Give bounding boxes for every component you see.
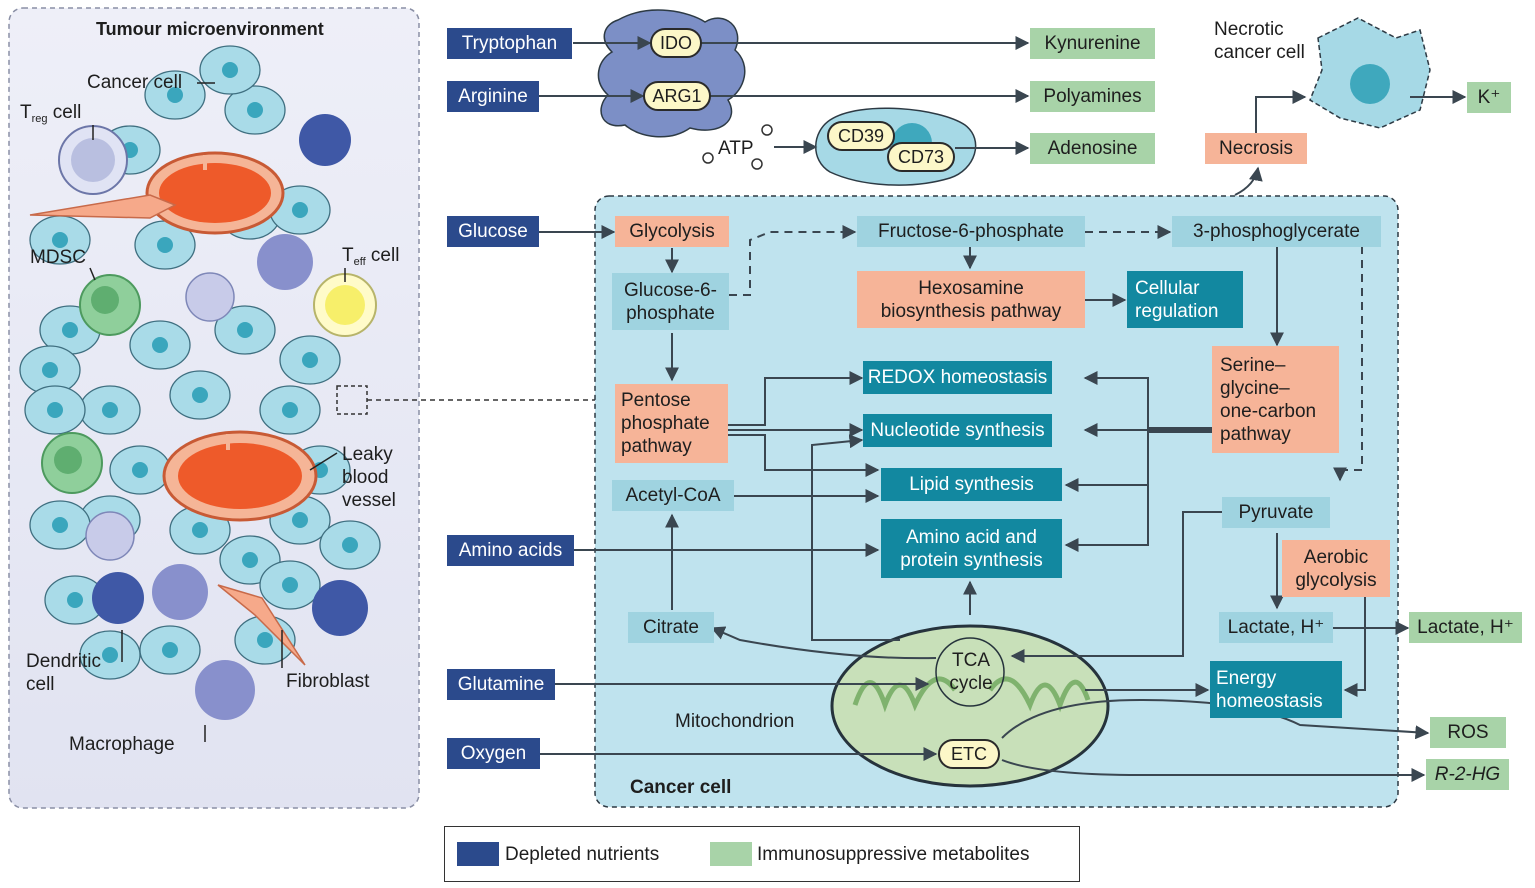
cellular-regulation-box: Cellular regulation [1127, 271, 1243, 328]
legend-depleted-label: Depleted nutrients [505, 844, 660, 865]
fibroblast-icon [29, 194, 177, 219]
leaky-blood-vessel-icon [162, 430, 318, 522]
cd39-pill: CD39 [827, 121, 895, 151]
amino-acid-protein-synthesis-box: Amino acid and protein synthesis [881, 519, 1062, 578]
glucose-box: Glucose [447, 216, 539, 247]
redox-homeostasis-box: REDOX homeostasis [863, 361, 1052, 394]
ros-box: ROS [1430, 717, 1506, 748]
cell-nucleus-icon [192, 522, 208, 538]
myeloid-cell-icon [597, 9, 746, 138]
lactate-out-box: Lactate, H⁺ [1409, 612, 1522, 643]
cell-nucleus-icon [192, 387, 208, 403]
cell-nucleus-icon [302, 352, 318, 368]
serine-glycine-pathway-box: Serine– glycine– one-carbon pathway [1212, 346, 1339, 453]
dendritic-cell-icon [92, 114, 368, 636]
macrophage-icon [152, 234, 313, 720]
etc-pill: ETC [938, 739, 1000, 769]
cancer-cell-label: Cancer cell [87, 72, 183, 93]
cell-nucleus-icon [237, 322, 253, 338]
energy-homeostasis-box: Energy homeostasis [1210, 661, 1342, 718]
leaky-vessel-label: Leaky blood vessel [342, 444, 396, 511]
arg1-pill: ARG1 [643, 81, 711, 111]
fibroblast-icon [217, 584, 306, 666]
cell-nucleus-icon [47, 402, 63, 418]
cell-nucleus-icon [62, 322, 78, 338]
tryptophan-box: Tryptophan [447, 28, 572, 59]
acetyl-coa-box: Acetyl-CoA [612, 480, 734, 511]
hexosamine-pathway-box: Hexosamine biosynthesis pathway [857, 271, 1085, 328]
cell-nucleus-icon [67, 592, 83, 608]
fructose-6-phosphate-box: Fructose-6-phosphate [857, 216, 1085, 247]
panel-title: Tumour microenvironment [96, 19, 324, 39]
cell-nucleus-icon [157, 237, 173, 253]
arginine-box: Arginine [447, 81, 539, 112]
glucose-6-phosphate-box: Glucose-6- phosphate [612, 273, 729, 330]
macrophage-label: Macrophage [69, 734, 175, 755]
pyruvate-box: Pyruvate [1222, 497, 1330, 528]
adenosine-box: Adenosine [1030, 133, 1155, 164]
fibroblast-label: Fibroblast [286, 671, 370, 692]
cell-nucleus-icon [167, 87, 183, 103]
legend-immuno-label: Immunosuppressive metabolites [757, 844, 1030, 865]
cell-nucleus-icon [52, 232, 68, 248]
3-phosphoglycerate-box: 3-phosphoglycerate [1172, 216, 1381, 247]
cell-nucleus-icon [102, 647, 118, 663]
legend: Depleted nutrients Immunosuppressive met… [444, 826, 1080, 882]
cell-nucleus-icon [162, 642, 178, 658]
cell-nucleus-icon [282, 402, 298, 418]
ido-pill: IDO [650, 28, 702, 58]
cell-nucleus-icon [152, 337, 168, 353]
nucleotide-synthesis-box: Nucleotide synthesis [863, 414, 1052, 447]
legend-swatch-depleted [457, 842, 499, 866]
cell-nucleus-icon [342, 537, 358, 553]
polyamines-box: Polyamines [1030, 81, 1155, 112]
mitochondrion-label: Mitochondrion [675, 711, 795, 732]
cell-nucleus-icon [52, 517, 68, 533]
necrosis-box: Necrosis [1205, 133, 1307, 164]
cd73-pill: CD73 [887, 142, 955, 172]
atp-label: ATP [718, 138, 754, 159]
dendritic-cell-label: Dendritic cell [26, 651, 101, 695]
treg-cell-label: Treg cell [20, 102, 82, 125]
glycolysis-box: Glycolysis [615, 216, 729, 247]
cell-nucleus-icon [42, 362, 58, 378]
cell-nucleus-icon [257, 632, 273, 648]
cell-nucleus-icon [292, 202, 308, 218]
glutamine-box: Glutamine [447, 669, 555, 700]
aerobic-glycolysis-box: Aerobic glycolysis [1282, 540, 1390, 597]
oxygen-box: Oxygen [447, 738, 540, 769]
cancer-cell-compartment [594, 195, 1399, 808]
tumour-microenvironment-panel [8, 7, 600, 809]
cell-nucleus-icon [292, 512, 308, 528]
citrate-box: Citrate [628, 612, 714, 643]
necrotic-cell-label: Necrotic cancer cell [1214, 19, 1305, 63]
cell-nucleus-icon [242, 552, 258, 568]
teff-cell-label: Teff cell [342, 245, 400, 268]
cancer-cell-compartment-label: Cancer cell [630, 777, 732, 798]
r2hg-box: R-2-HG [1426, 759, 1509, 790]
lactate-in-box: Lactate, H⁺ [1219, 612, 1333, 643]
cell-nucleus-icon [222, 62, 238, 78]
cell-nucleus-icon [282, 577, 298, 593]
cell-nucleus-icon [247, 102, 263, 118]
blood-vessel-icon [145, 151, 285, 235]
cell-nucleus-icon [132, 462, 148, 478]
lipid-synthesis-box: Lipid synthesis [881, 468, 1062, 501]
tca-cycle-label: TCA cycle [949, 650, 993, 694]
cell-nucleus-icon [102, 402, 118, 418]
amino-acids-box: Amino acids [447, 535, 574, 566]
legend-swatch-immunosuppressive [710, 842, 752, 866]
kynurenine-box: Kynurenine [1030, 28, 1155, 59]
pentose-phosphate-pathway-box: Pentose phosphate pathway [615, 384, 728, 463]
mdsc-label: MDSC [30, 247, 86, 268]
potassium-box: K⁺ [1467, 82, 1511, 113]
